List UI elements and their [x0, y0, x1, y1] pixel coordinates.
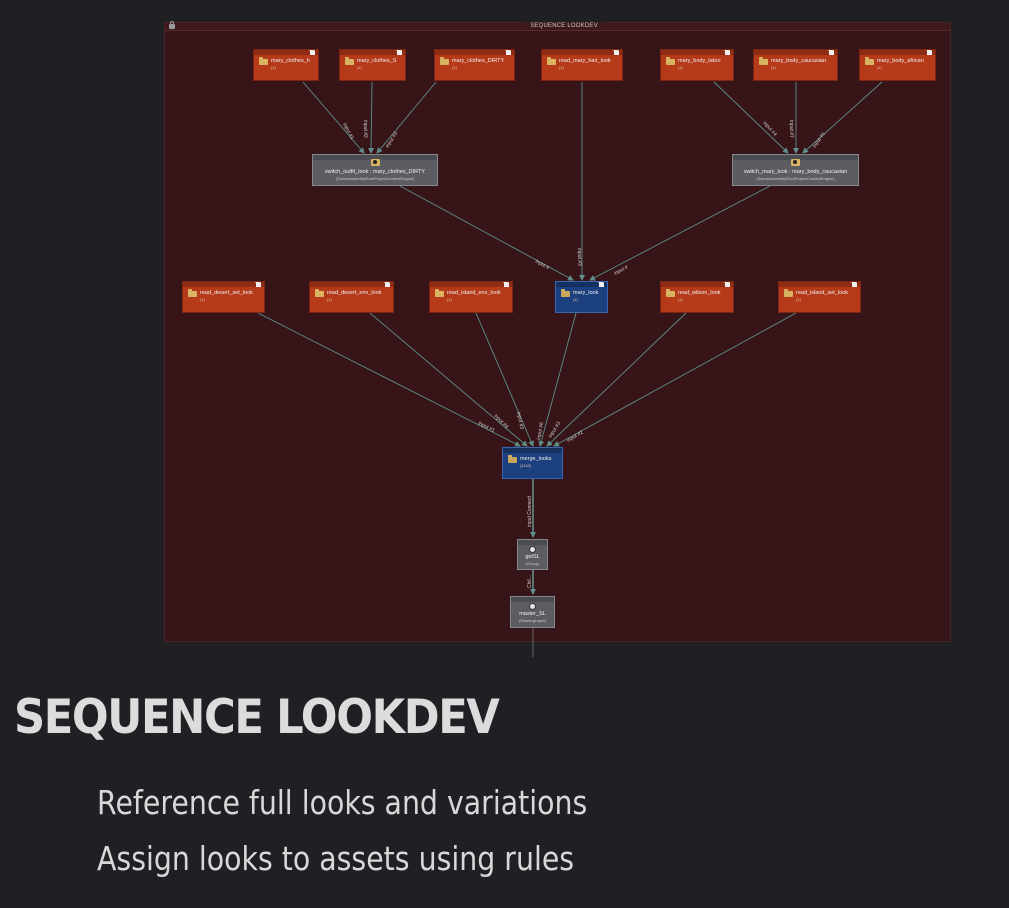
- node-label: switch_mary_look : mary_body_caucasian: [743, 169, 848, 175]
- node-label: mary_body_tatoo: [678, 58, 721, 64]
- folder-icon: [865, 57, 874, 65]
- node-sublabel: (1): [447, 297, 452, 302]
- node-label: mary_clothes_h: [271, 58, 310, 64]
- node-label: read_wilson_look: [678, 290, 721, 296]
- panel-titlebar: SEQUENCE LOOKDEV: [165, 21, 950, 31]
- node-sublabel: (1): [771, 65, 776, 70]
- node-label: switch_outfit_look : mary_clothes_DIRTY: [324, 169, 426, 175]
- node-sublabel: (ShadingLayer): [518, 618, 547, 623]
- node-label: read_island_env_look: [447, 290, 501, 296]
- home-icon: [724, 50, 730, 55]
- node-sublabel: (1): [559, 65, 564, 70]
- home-icon: [505, 50, 511, 55]
- node-sublabel: (1): [200, 297, 205, 302]
- home-icon: [926, 50, 932, 55]
- node-label: read_desert_env_look: [327, 290, 382, 296]
- folder-icon: [188, 289, 197, 297]
- panel-title: SEQUENCE LOOKDEV: [523, 22, 605, 30]
- home-icon: [724, 282, 730, 287]
- group-icon: [529, 546, 536, 553]
- home-icon: [613, 50, 619, 55]
- switch-icon: [791, 159, 800, 166]
- node-getsl[interactable]: getSL (Group): [517, 539, 548, 570]
- node-label: mary_look: [573, 290, 599, 296]
- node-sublabel: (1): [678, 297, 683, 302]
- home-icon: [503, 282, 509, 287]
- node-sublabel: (Group): [525, 561, 540, 566]
- node-label: mary_body_caucasian: [771, 58, 827, 64]
- merge-icon: [508, 455, 517, 463]
- shading-layer-icon: [529, 603, 536, 610]
- node-mary-look[interactable]: mary_look (1): [555, 281, 608, 313]
- node-label: master_SL: [519, 611, 546, 617]
- node-sublabel: (1): [796, 297, 801, 302]
- node-sublabel: (1): [678, 65, 683, 70]
- home-icon: [598, 282, 604, 287]
- node-label: mary_body_african: [877, 58, 924, 64]
- look-icon: [561, 289, 570, 297]
- folder-icon: [435, 289, 444, 297]
- node-merge-looks[interactable]: merge_looks (1119): [502, 447, 563, 479]
- home-icon: [396, 50, 402, 55]
- node-read-desert-set-look[interactable]: read_desert_set_look (1): [182, 281, 265, 313]
- folder-icon: [547, 57, 556, 65]
- home-icon: [309, 50, 315, 55]
- node-sublabel: (1119): [520, 463, 531, 468]
- node-label: merge_looks: [520, 456, 552, 462]
- lock-icon[interactable]: [169, 21, 175, 29]
- node-label: read_desert_set_look: [200, 290, 253, 296]
- folder-icon: [259, 57, 268, 65]
- node-label: getSL: [525, 554, 540, 560]
- folder-icon: [440, 57, 449, 65]
- home-icon: [828, 50, 834, 55]
- bullet-item: Assign looks to assets using rules: [97, 839, 575, 878]
- node-sublabel: (SceneAssemblyRootProjectContextEngine): [335, 176, 415, 181]
- node-read-island-set-look[interactable]: read_island_set_look (1): [778, 281, 861, 313]
- node-sublabel: (SceneAssemblyRootProjectContextEngine): [756, 176, 835, 181]
- node-label: read_island_set_look: [796, 290, 848, 296]
- node-mary-body-tatoo[interactable]: mary_body_tatoo (1): [660, 49, 734, 81]
- node-switch-mary-look[interactable]: switch_mary_look : mary_body_caucasian (…: [732, 154, 859, 186]
- bullet-item: Reference full looks and variations: [97, 783, 588, 822]
- folder-icon: [345, 57, 354, 65]
- node-label: mary_clothes_DIRTY: [452, 58, 505, 64]
- node-mary-clothes-h[interactable]: mary_clothes_h (1): [253, 49, 319, 81]
- home-icon: [384, 282, 390, 287]
- home-icon: [851, 282, 857, 287]
- node-sublabel: (1): [271, 65, 276, 70]
- node-label: read_mary_hair_look: [559, 58, 611, 64]
- node-sublabel: (1): [357, 65, 362, 70]
- node-read-mary-hair-look[interactable]: read_mary_hair_look (1): [541, 49, 623, 81]
- node-graph-panel[interactable]: SEQUENCE LOOKDEV: [164, 21, 951, 642]
- home-icon: [255, 282, 261, 287]
- node-sublabel: (1): [327, 297, 332, 302]
- node-sublabel: (1): [452, 65, 457, 70]
- node-read-island-env-look[interactable]: read_island_env_look (1): [429, 281, 513, 313]
- folder-icon: [666, 289, 675, 297]
- folder-icon: [784, 289, 793, 297]
- folder-icon: [759, 57, 768, 65]
- node-mary-body-caucasian[interactable]: mary_body_caucasian (1): [753, 49, 838, 81]
- page-title: SEQUENCE LOOKDEV: [14, 690, 500, 745]
- folder-icon: [666, 57, 675, 65]
- node-read-desert-env-look[interactable]: read_desert_env_look (1): [309, 281, 394, 313]
- node-mary-clothes-dirty[interactable]: mary_clothes_DIRTY (1): [434, 49, 515, 81]
- node-read-wilson-look[interactable]: read_wilson_look (1): [660, 281, 734, 313]
- node-label: mary_clothes_S: [357, 58, 397, 64]
- node-mary-clothes-s[interactable]: mary_clothes_S (1): [339, 49, 406, 81]
- node-sublabel: (1): [877, 65, 882, 70]
- node-mary-body-african[interactable]: mary_body_african (1): [859, 49, 936, 81]
- switch-icon: [370, 159, 380, 166]
- node-switch-outfit-look[interactable]: switch_outfit_look : mary_clothes_DIRTY …: [312, 154, 438, 186]
- node-sublabel: (1): [573, 297, 578, 302]
- folder-icon: [315, 289, 324, 297]
- node-master-sl[interactable]: master_SL (ShadingLayer): [510, 596, 555, 628]
